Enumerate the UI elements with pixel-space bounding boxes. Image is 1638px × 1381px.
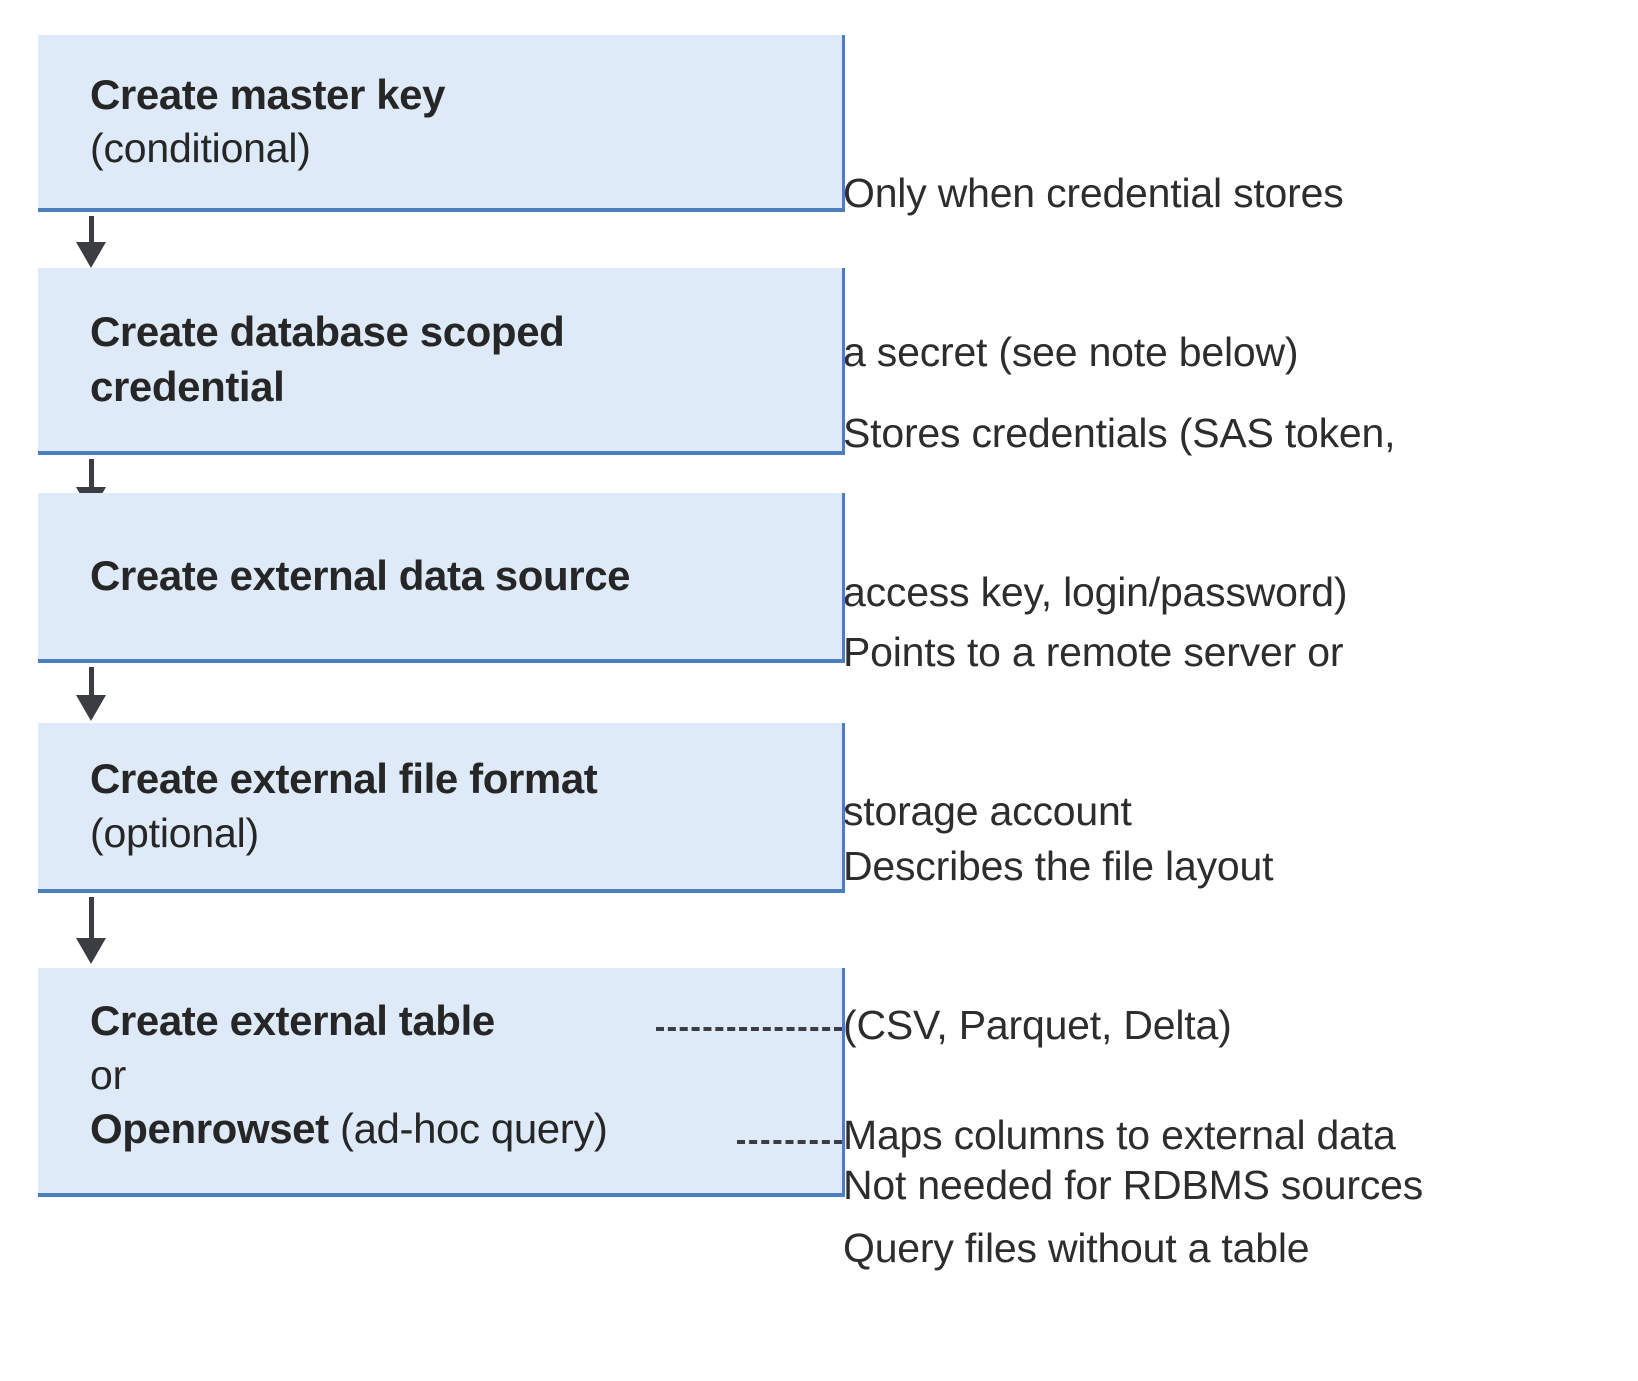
step-separator-or: or: [90, 1051, 127, 1098]
step-text-group: Create external file format (optional): [38, 752, 842, 860]
step-subtitle-optional: (optional): [90, 809, 259, 856]
step-text-group: Create external table or Openrowset (ad-…: [38, 968, 842, 1156]
step-title-openrowset-suffix: (ad-hoc query): [328, 1104, 608, 1152]
step-title-create-external-table: Create external table: [90, 997, 495, 1044]
arrow-shaft: [89, 459, 94, 489]
step-text-group: Create external data source: [38, 549, 842, 604]
note-line: Only when credential stores: [843, 169, 1344, 216]
step-box-create-external-file-format[interactable]: Create external file format (optional): [38, 723, 845, 893]
note-create-database-scoped-credential: Stores credentials (SAS token, access ke…: [843, 300, 1396, 726]
note-line: Query files without a table: [843, 1224, 1310, 1271]
arrow-down-icon: [76, 216, 106, 268]
note-line: (CSV, Parquet, Delta): [843, 1002, 1232, 1049]
step-title-create-external-data-source: Create external data source: [90, 551, 631, 599]
note-line: Describes the file layout: [843, 842, 1274, 889]
step-title-create-database-scoped-credential-line2: credential: [90, 362, 285, 410]
note-line: access key, login/password): [843, 569, 1348, 616]
dashed-connector-openrowset: [737, 1140, 842, 1144]
note-line: Not needed for RDBMS sources: [843, 1162, 1424, 1209]
note-openrowset: Query files without a table: [843, 1115, 1310, 1381]
step-title-openrowset: Openrowset (ad-hoc query): [90, 1102, 828, 1157]
step-title-create-master-key: Create master key: [90, 70, 446, 118]
step-box-create-external-table-or-openrowset[interactable]: Create external table or Openrowset (ad-…: [38, 968, 845, 1197]
note-line: a secret (see note below): [843, 329, 1299, 376]
note-line: Maps columns to external data: [843, 1111, 1396, 1158]
step-subtitle-conditional: (conditional): [90, 125, 311, 172]
arrow-down-icon: [76, 667, 106, 723]
step-title-create-database-scoped-credential-line1: Create database scoped: [90, 307, 565, 355]
step-box-create-external-data-source[interactable]: Create external data source: [38, 493, 845, 663]
step-title-openrowset-label: Openrowset: [90, 1104, 329, 1152]
arrow-down-icon: [76, 897, 106, 967]
note-line: Points to a remote server or: [843, 628, 1344, 675]
arrow-shaft: [89, 667, 94, 697]
step-box-create-database-scoped-credential[interactable]: Create database scoped credential: [38, 268, 845, 455]
note-create-external-file-format: Describes the file layout (CSV, Parquet,…: [843, 733, 1423, 1319]
step-text-group: Create master key (conditional): [38, 68, 842, 176]
note-create-master-key: Only when credential stores a secret (se…: [843, 60, 1344, 486]
arrow-head: [76, 695, 106, 721]
step-box-create-master-key[interactable]: Create master key (conditional): [38, 35, 845, 212]
note-line: storage account: [843, 788, 1132, 835]
note-create-external-table: Maps columns to external data: [843, 1002, 1396, 1268]
diagram-canvas: Create master key (conditional) Only whe…: [38, 35, 1424, 1271]
dashed-connector-external-table: [656, 1027, 842, 1031]
arrow-shaft: [89, 216, 94, 244]
note-line: Stores credentials (SAS token,: [843, 409, 1396, 456]
arrow-head: [76, 242, 106, 268]
step-title-create-external-file-format: Create external file format: [90, 755, 598, 803]
note-create-external-data-source: Points to a remote server or storage acc…: [843, 519, 1343, 945]
step-text-group: Create database scoped credential: [38, 305, 842, 414]
arrow-head: [76, 938, 106, 964]
arrow-shaft: [89, 897, 94, 941]
